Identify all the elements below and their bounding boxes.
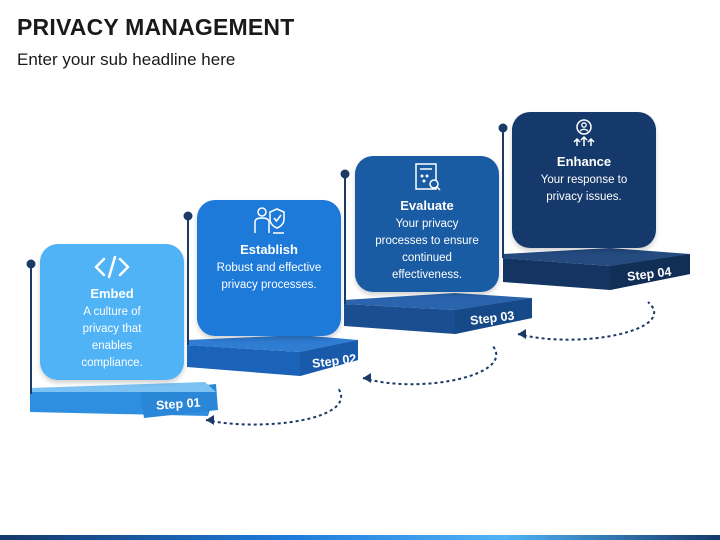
code-icon [93, 254, 131, 285]
people-shield-icon [251, 206, 287, 241]
step-1-description: A culture of privacy that enables compli… [81, 306, 143, 369]
bottom-accent-bar [0, 535, 720, 540]
step-2-card: Establish Robust and effective privacy p… [197, 200, 341, 336]
step-2-platform [187, 335, 358, 376]
step-1-card: Embed A culture of privacy that enables … [40, 244, 184, 380]
page-title: PRIVACY MANAGEMENT [17, 14, 295, 40]
step-3-card: Evaluate Your privacy processes to ensur… [355, 156, 499, 292]
step-1-label: Step 01 [156, 396, 201, 413]
step-4-platform [503, 248, 690, 290]
step-4-label: Step 04 [626, 265, 672, 284]
step-1-platform [30, 382, 218, 418]
document-review-icon [412, 162, 442, 197]
step-2-description: Robust and effective privacy processes. [216, 262, 322, 291]
arrow-heads [206, 329, 526, 425]
step-4-heading: Enhance [556, 154, 612, 169]
step-1-heading: Embed [90, 286, 134, 301]
step-2-heading: Establish [240, 242, 298, 257]
page-subtitle: Enter your sub headline here [17, 50, 236, 69]
dashed-arrows [205, 301, 656, 426]
step-4-card: Enhance Your response to privacy issues. [512, 112, 656, 248]
step-4-description: Your response to privacy issues. [540, 174, 628, 203]
step-3-label: Step 03 [469, 309, 515, 328]
step-2-label: Step 02 [311, 352, 357, 371]
person-growth-icon [570, 118, 598, 153]
step-3-heading: Evaluate [400, 198, 454, 213]
step-3-description: Your privacy processes to ensure continu… [375, 218, 479, 281]
step-3-platform [344, 293, 532, 334]
connector-lines [26, 123, 508, 394]
